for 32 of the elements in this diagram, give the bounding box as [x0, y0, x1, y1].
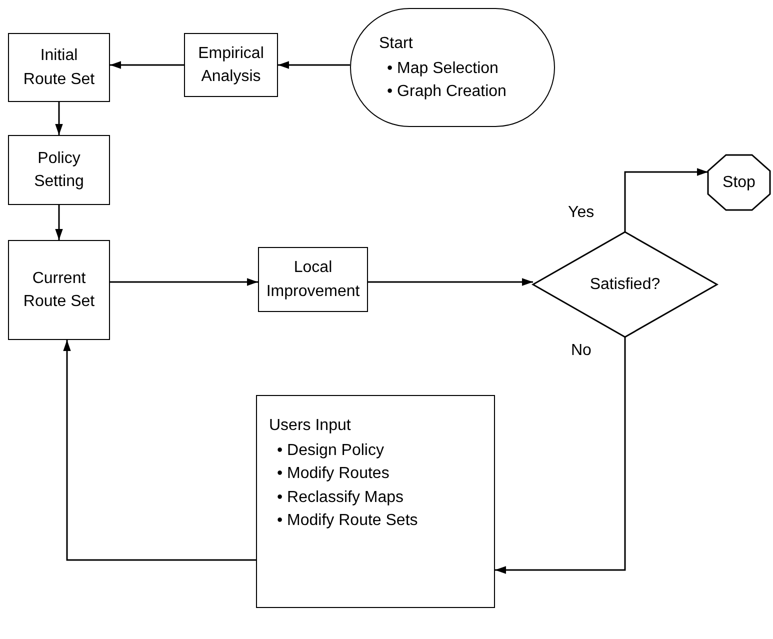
node-label: Initial Route Set: [22, 46, 96, 90]
node-label: Users Input: [269, 416, 351, 436]
node-label: Satisfied?: [590, 274, 660, 295]
node-label: Policy Setting: [33, 148, 85, 192]
node-label: Empirical Analysis: [197, 44, 265, 87]
list-item: • Design Policy: [277, 441, 385, 462]
process-box: [184, 33, 278, 97]
arrow: [624, 168, 708, 232]
arrow: [55, 102, 63, 135]
process-box: [8, 135, 110, 205]
arrow: [495, 337, 626, 574]
arrow: [55, 205, 63, 240]
arrow: [63, 340, 256, 561]
stop-octagon: [708, 155, 770, 210]
list-item: • Modify Route Sets: [277, 510, 418, 531]
list-item: • Map Selection: [387, 58, 500, 79]
node-label: Local Improvement: [265, 258, 361, 302]
node-label: Start: [379, 34, 413, 54]
node-label: Current Route Set: [22, 268, 96, 312]
arrow: [278, 61, 350, 69]
process-box: [8, 240, 110, 340]
node-label: Stop: [722, 172, 756, 193]
arrow: [110, 61, 184, 69]
process-box: [256, 395, 495, 608]
arrow: [110, 278, 258, 286]
decision-diamond: [533, 232, 717, 337]
list-item: • Modify Routes: [277, 464, 390, 484]
arrow: [368, 278, 533, 286]
list-item: • Reclassify Maps: [277, 488, 405, 508]
list-item: • Graph Creation: [387, 82, 506, 102]
process-box: [8, 33, 110, 102]
process-box: [258, 247, 368, 312]
